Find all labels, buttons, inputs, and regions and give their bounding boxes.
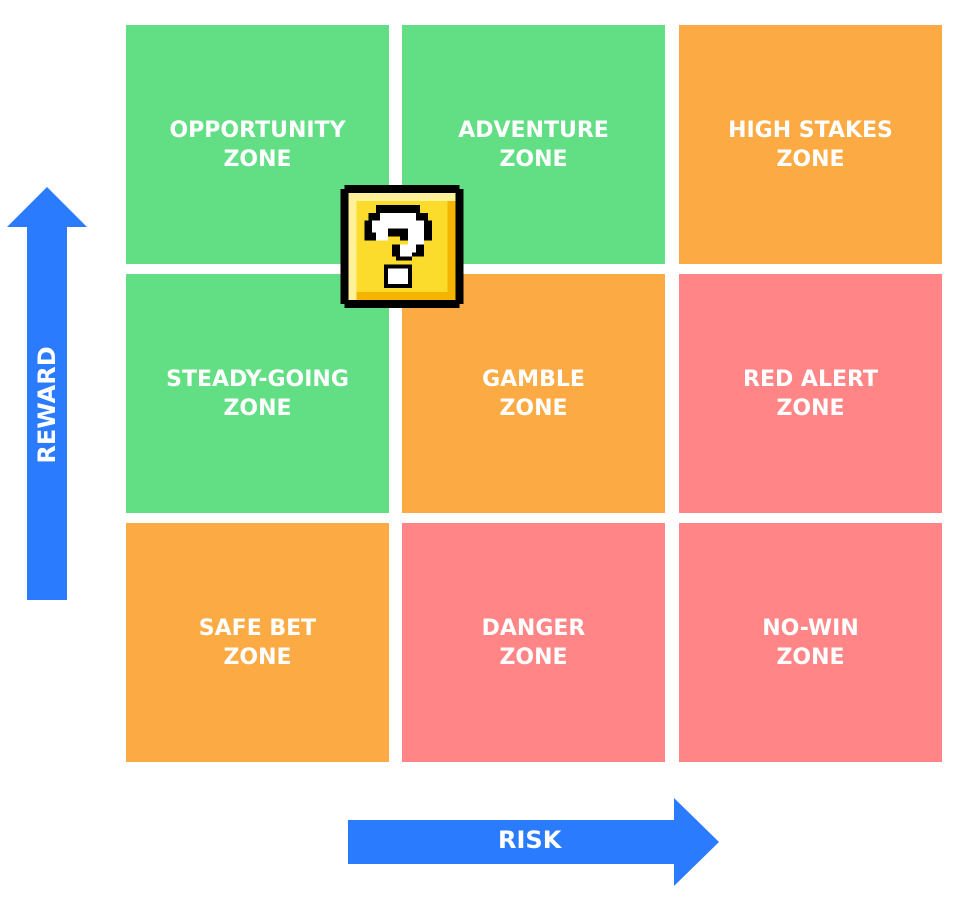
risk-axis-label: RISK [498, 826, 562, 854]
reward-axis-label: REWARD [33, 346, 61, 464]
zone-steady-going: STEADY-GOING ZONE [126, 274, 389, 513]
zone-red-alert: RED ALERT ZONE [679, 274, 942, 513]
zone-no-win: NO-WIN ZONE [679, 523, 942, 762]
question-block-icon [340, 185, 464, 308]
zone-safe-bet: SAFE BET ZONE [126, 523, 389, 762]
reward-arrow-icon [7, 187, 87, 600]
zone-danger: DANGER ZONE [402, 523, 665, 762]
zone-high-stakes: HIGH STAKES ZONE [679, 25, 942, 264]
zone-gamble: GAMBLE ZONE [402, 274, 665, 513]
zone-opportunity: OPPORTUNITY ZONE [126, 25, 389, 264]
risk-arrow-icon [348, 798, 719, 886]
